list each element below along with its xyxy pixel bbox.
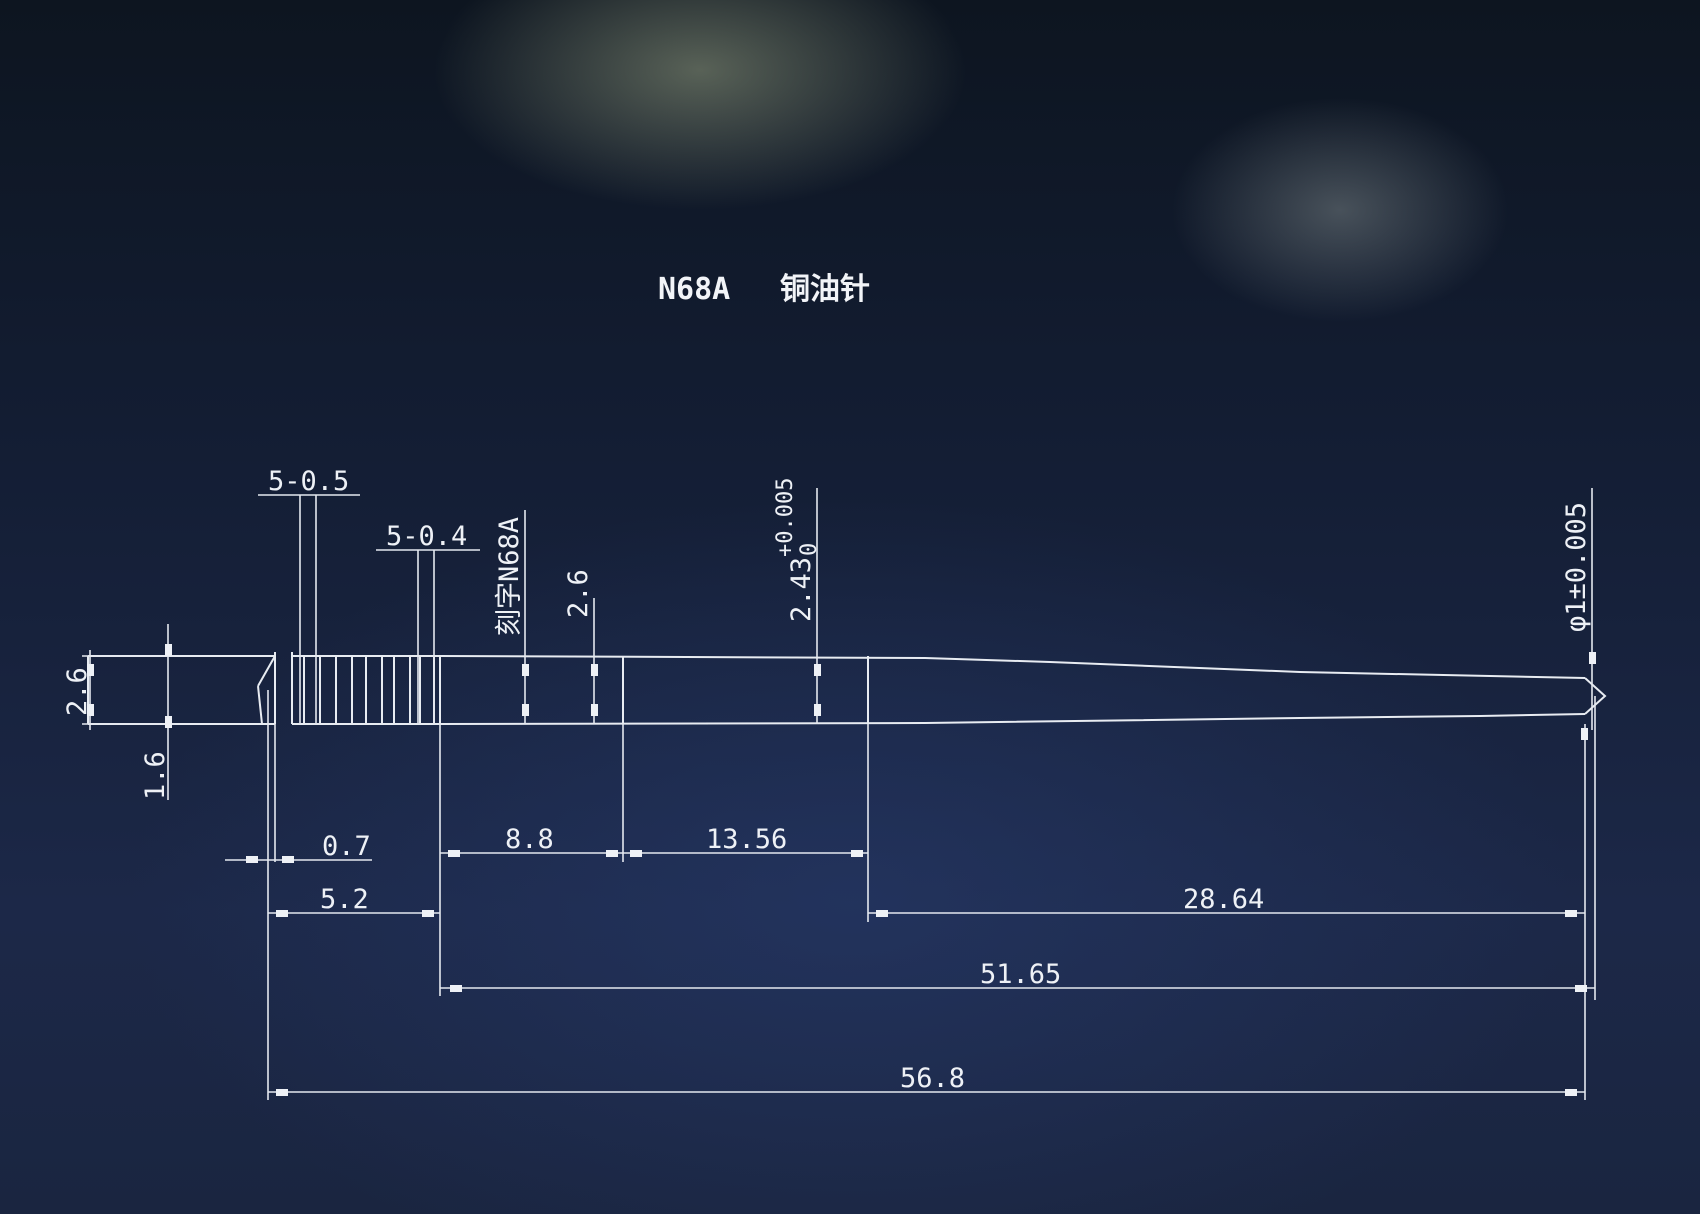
arrowhead: [1565, 910, 1577, 917]
dim-text-shank-dia: 1.6: [140, 751, 171, 800]
arrowhead: [1575, 985, 1587, 992]
groove: [303, 655, 321, 725]
dim-text-grooves-narrow: 5-0.4: [386, 521, 467, 552]
arrowhead: [276, 910, 288, 917]
arrowhead: [851, 850, 863, 857]
dim-text-tol-lower: 0: [797, 543, 822, 556]
part-number: N68A: [658, 272, 730, 307]
extension-lines: [82, 495, 1596, 1100]
dim-text-5-2: 5.2: [320, 884, 369, 915]
groove-set: [303, 655, 435, 725]
arrowhead: [165, 716, 172, 728]
arrowhead: [591, 664, 598, 676]
body-top-edge: [439, 655, 1586, 679]
dim-text-0-7: 0.7: [322, 831, 371, 862]
shank-outline: [87, 655, 275, 725]
arrowhead: [87, 704, 94, 716]
arrowhead: [448, 850, 460, 857]
dim-text-tip-dia: φ1±0.005: [1561, 502, 1592, 632]
arrowhead: [814, 664, 821, 676]
dim-text-2-6: 2.6: [563, 569, 594, 618]
dim-text-28-64: 28.64: [1183, 884, 1264, 915]
arrowhead: [422, 910, 434, 917]
body-bottom-edge: [439, 713, 1586, 725]
arrowhead: [1581, 728, 1588, 740]
dim-text-8-8: 8.8: [505, 824, 554, 855]
arrowhead: [522, 664, 529, 676]
dim-text-2-43: 2.43: [786, 557, 817, 622]
dim-text-grooves-wide: 5-0.5: [268, 466, 349, 497]
chamfer-outline: [257, 655, 276, 725]
arrowhead: [606, 850, 618, 857]
arrowhead: [522, 704, 529, 716]
arrowhead: [1565, 1089, 1577, 1096]
arrowhead: [591, 704, 598, 716]
arrowhead: [814, 704, 821, 716]
groove: [393, 655, 411, 725]
arrowhead: [450, 985, 462, 992]
arrowheads: [87, 644, 1596, 1096]
dim-text-tol-upper: +0.005: [773, 478, 798, 557]
arrowhead: [276, 1089, 288, 1096]
groove: [419, 655, 435, 725]
dimension-lines: [225, 488, 1595, 1093]
arrowhead: [165, 644, 172, 656]
dim-text-head-dia: 2.6: [62, 667, 93, 716]
dim-text-56-8: 56.8: [900, 1063, 965, 1094]
groove: [365, 655, 383, 725]
groove: [335, 655, 353, 725]
dim-text-13-56: 13.56: [706, 824, 787, 855]
arrowhead: [282, 856, 294, 863]
arrowhead: [1589, 652, 1596, 664]
engraving-note: 刻字N68A: [494, 517, 525, 636]
dim-text-51-65: 51.65: [980, 959, 1061, 990]
arrowhead: [87, 664, 94, 676]
arrowhead: [876, 910, 888, 917]
arrowhead: [630, 850, 642, 857]
part-name: 铜油针: [780, 272, 870, 307]
arrowhead: [246, 856, 258, 863]
